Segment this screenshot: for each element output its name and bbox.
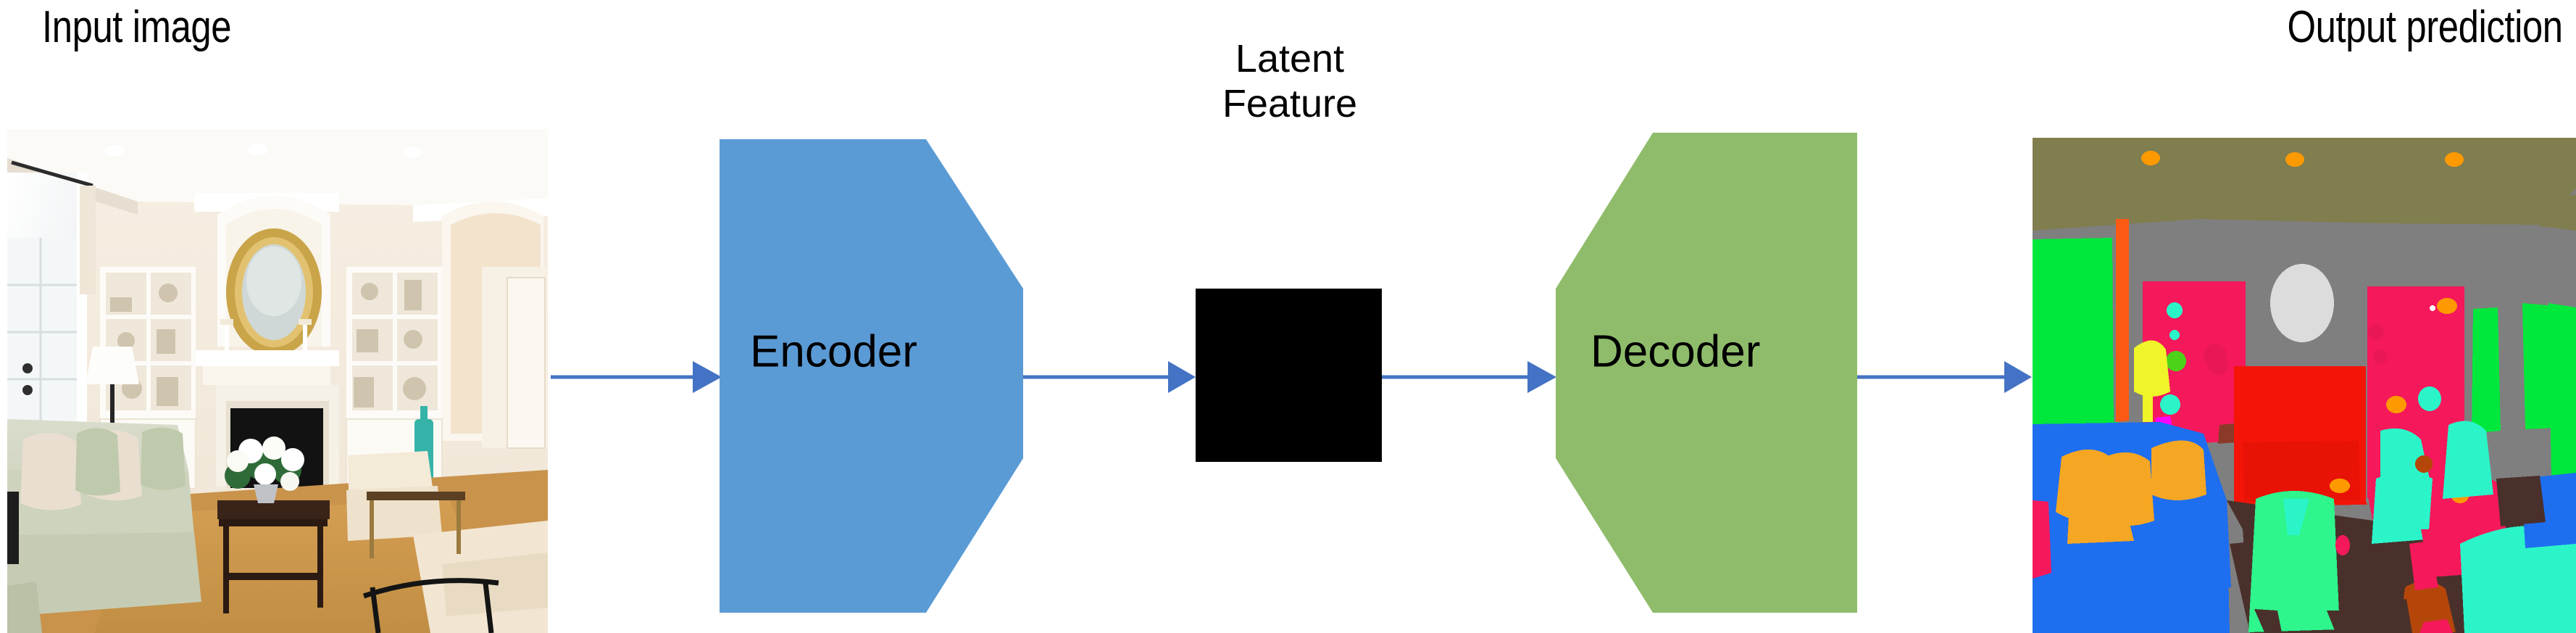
encoder-block[interactable] [720,139,1023,613]
latent-feature-label-line1: Latent [1235,37,1345,80]
decoder-block[interactable] [1556,133,1857,613]
input-photo-svg [7,129,548,633]
segmentation-svg [2033,138,2576,633]
arrow-latent-to-decoder [1382,361,1556,393]
latent-feature-label: Latent Feature [1159,36,1420,126]
encoder-block-label: Encoder [750,326,917,377]
latent-feature-label-line2: Feature [1222,82,1358,125]
page-title-output-prediction: Output prediction [2287,2,2564,52]
decoder-block-label: Decoder [1591,326,1761,377]
arrow-decoder-to-output [1857,361,2032,393]
latent-feature-swatch [1196,289,1382,462]
page-title-input-image: Input image [42,2,232,52]
input-image-photo [7,129,548,633]
arrow-input-to-encoder [551,361,722,393]
output-segmentation-map [2033,138,2576,633]
arrow-encoder-to-latent [1023,361,1196,393]
